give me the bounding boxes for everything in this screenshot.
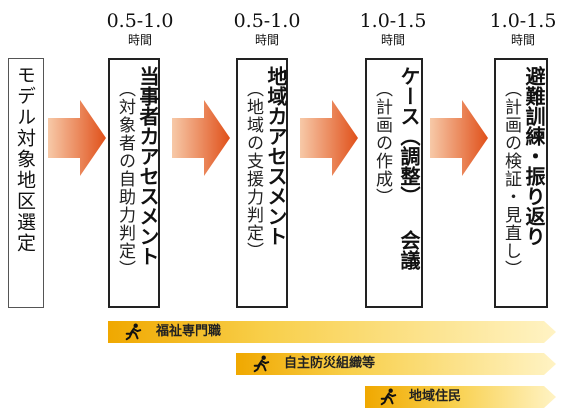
arrow-right-icon [172, 100, 230, 176]
runner-icon [125, 323, 142, 341]
runner-icon [380, 388, 397, 406]
duration-unit: 時間 [127, 33, 152, 47]
step-title: ケース（調整） [397, 66, 421, 206]
participant-bar-welfare-professionals: 福祉専門職 [108, 321, 556, 343]
step-title-suffix: 会議 [397, 230, 421, 270]
runner-icon [253, 355, 270, 373]
participant-label: 地域住民 [409, 389, 462, 404]
duration-value: 0.5-1.0 [106, 10, 174, 32]
duration-label-step4: 1.0-1.5 時間 [353, 10, 433, 48]
step-title: 当事者カアセスメント [136, 66, 160, 266]
arrow-right-icon [300, 100, 358, 176]
step-subtitle: （地域の支援力判定） [243, 80, 263, 260]
duration-value: 1.0-1.5 [359, 10, 427, 32]
arrow-right-icon [430, 100, 488, 176]
step-box-case-meeting: ケース（調整） 会議 （計画の作成） [365, 58, 423, 308]
duration-unit: 時間 [510, 33, 535, 47]
step-box-community-assessment: 地域カアセスメント （地域の支援力判定） [236, 58, 288, 308]
step-title: モデル対象地区選定 [14, 65, 36, 254]
participant-label: 自主防災組織等 [284, 356, 376, 371]
step-title: 避難訓練・振り返り [522, 66, 546, 246]
step-subtitle: （計画の検証・見直し） [501, 80, 521, 278]
duration-value: 0.5-1.0 [233, 10, 301, 32]
step-subtitle: （対象者の自助力判定） [115, 80, 135, 278]
step-title: 地域カアセスメント [264, 66, 288, 246]
duration-value: 1.0-1.5 [489, 10, 557, 32]
participant-label: 福祉専門職 [156, 324, 222, 339]
participant-bar-residents: 地域住民 [365, 386, 556, 408]
step-box-target-area: モデル対象地区選定 [8, 58, 44, 308]
participant-bar-disaster-org: 自主防災組織等 [236, 353, 556, 375]
duration-label-step3: 0.5-1.0 時間 [227, 10, 307, 48]
arrow-right-icon [48, 100, 106, 176]
duration-unit: 時間 [254, 33, 279, 47]
step-subtitle: （計画の作成） [372, 80, 392, 206]
step-box-self-help-assessment: 当事者カアセスメント （対象者の自助力判定） [108, 58, 160, 308]
duration-label-step5: 1.0-1.5 時間 [483, 10, 563, 48]
duration-label-step2: 0.5-1.0 時間 [100, 10, 180, 48]
step-box-evacuation-drill: 避難訓練・振り返り （計画の検証・見直し） [494, 58, 548, 308]
duration-unit: 時間 [380, 33, 405, 47]
